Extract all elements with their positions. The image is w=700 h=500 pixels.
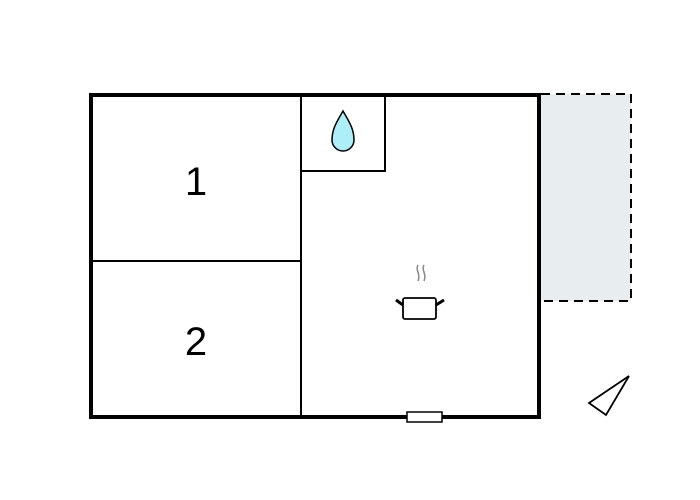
terrace [541,93,632,302]
room-label-2: 2 [185,320,207,364]
bathroom [301,95,386,172]
window [406,411,443,423]
water-drop-icon [331,109,355,152]
outer-wall [89,93,541,419]
north-arrow-icon [587,375,630,417]
room-label-1: 1 [185,160,207,204]
cooking-pot-icon [395,264,445,320]
